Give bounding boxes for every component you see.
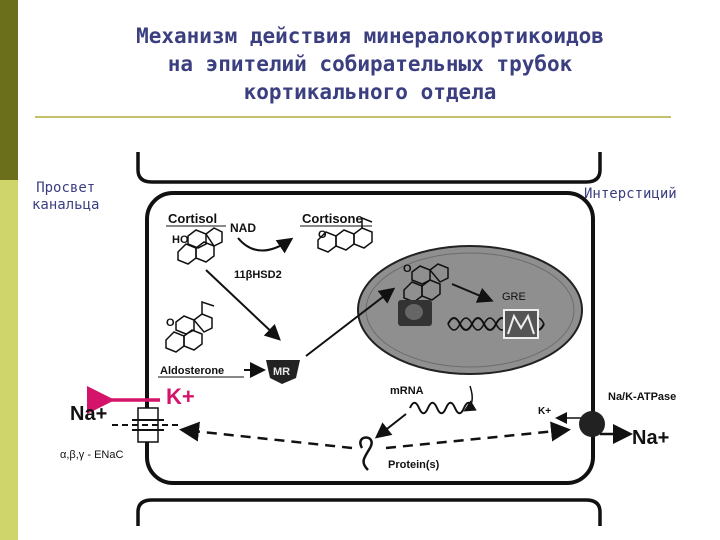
cortisol-to-mr-arrow bbox=[205, 269, 281, 341]
protein-to-enac-dashed-arrow bbox=[179, 421, 353, 450]
nucleus bbox=[357, 245, 583, 375]
mr-label: MR bbox=[273, 366, 290, 378]
cortisol-ho-label: HO bbox=[172, 234, 189, 246]
title-line-1: Механизм действия минералокортикоидов bbox=[136, 24, 604, 48]
aldosterone-molecule bbox=[165, 300, 215, 353]
lumen-label-line-1: Просвет bbox=[36, 180, 96, 196]
conversion-arrow bbox=[237, 237, 294, 254]
mrna-label: mRNA bbox=[390, 385, 424, 397]
lumen-label: Просвет канальца bbox=[32, 180, 99, 214]
enac-label: α,β,γ - ENaC bbox=[60, 449, 123, 461]
nucleus-to-mrna-arrow bbox=[463, 385, 477, 412]
title-underline bbox=[35, 116, 671, 118]
neighbor-cell-top bbox=[136, 152, 602, 184]
cortisol-label: Cortisol bbox=[168, 211, 217, 226]
interstitium-label: Интерстиций bbox=[584, 186, 677, 202]
k-red-label: K+ bbox=[166, 384, 195, 409]
atpase-label: Na/K-ATPase bbox=[608, 391, 676, 403]
mr-receptor bbox=[266, 360, 300, 384]
protein-to-atpase-dashed-arrow bbox=[385, 421, 571, 450]
protein-symbol bbox=[359, 436, 373, 471]
mrna-coil bbox=[409, 401, 474, 415]
nad-label: NAD bbox=[230, 221, 256, 235]
k-small-label: K+ bbox=[538, 406, 551, 417]
aldosterone-label: Aldosterone bbox=[160, 365, 224, 377]
title-line-2: на эпителий собирательных трубок bbox=[167, 52, 573, 76]
title-line-3: кортикального отдела bbox=[243, 80, 497, 104]
nuclear-receptor-complex bbox=[398, 300, 432, 326]
lumen-label-line-2: канальца bbox=[32, 197, 100, 213]
na-right-label: Na+ bbox=[632, 427, 669, 449]
enzyme-label: 11βHSD2 bbox=[234, 269, 282, 281]
nuclear-binding-arrow bbox=[451, 283, 494, 303]
cortisone-label: Cortisone bbox=[302, 211, 363, 226]
gre-label: GRE bbox=[502, 291, 526, 303]
mrna-to-protein-arrow bbox=[374, 413, 407, 439]
protein-label: Protein(s) bbox=[388, 459, 440, 471]
left-accent-bar-dark bbox=[0, 0, 18, 180]
aldosterone-o-label: O bbox=[166, 317, 175, 329]
slide-title: Механизм действия минералокортикоидов на… bbox=[40, 22, 700, 106]
nucleus-o-label: O bbox=[403, 263, 412, 275]
cortisol-molecule bbox=[177, 227, 223, 265]
mr-to-nucleus-arrow bbox=[305, 287, 396, 357]
cortisone-molecule bbox=[317, 216, 373, 253]
neighbor-cell-bottom bbox=[136, 498, 602, 526]
na-k-atpase-pump bbox=[579, 411, 605, 437]
cell-membrane bbox=[145, 191, 595, 485]
gre-dimer bbox=[503, 309, 539, 339]
nucleus-steroid-molecule bbox=[403, 263, 449, 303]
na-left-label: Na+ bbox=[70, 403, 107, 425]
cortisone-o-label: O bbox=[318, 229, 327, 241]
